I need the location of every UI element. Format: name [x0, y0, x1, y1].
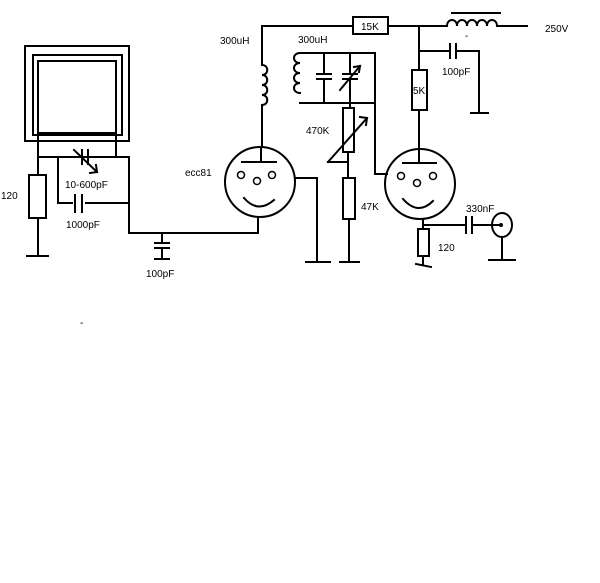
label-potentiometer: 470K	[306, 126, 330, 137]
label-resistor-47k: 47K	[361, 202, 379, 213]
label-variable-capacitor: 10-600pF	[65, 180, 108, 191]
tank-coil	[293, 51, 376, 104]
tube-left	[224, 146, 331, 263]
resistor-47k	[339, 177, 360, 263]
anode-coil	[260, 25, 269, 148]
label-anode-coil: 300uH	[220, 36, 249, 47]
label-capacitor-grid: 100pF	[146, 269, 174, 280]
loop-antenna	[24, 45, 130, 176]
supply-choke	[445, 12, 528, 28]
output-capacitor	[422, 216, 502, 234]
output-connector	[488, 212, 516, 261]
resistor-left	[26, 174, 49, 257]
label-capacitor-decoupling: 100pF	[442, 67, 470, 78]
potentiometer-470k	[326, 107, 369, 179]
label-resistor-5k: 5K	[413, 86, 426, 97]
top-rail	[261, 25, 448, 71]
variable-capacitor-left	[72, 148, 99, 175]
resistor-5k	[411, 69, 428, 148]
label-resistor-left: 120	[1, 191, 18, 202]
resistor-15k	[352, 16, 389, 35]
label-tube-left: ecc81	[185, 168, 212, 179]
label-resistor-cathode: 120	[438, 243, 455, 254]
capacitor-decoupling	[418, 43, 489, 114]
label-output-capacitor: 330nF	[466, 204, 494, 215]
label-capacitor-1000pf: 1000pF	[66, 220, 100, 231]
tank-to-grid-wire	[374, 52, 388, 175]
label-tank-coil: 300uH	[298, 35, 327, 46]
resistor-cathode	[414, 228, 433, 269]
label-choke-tick: -	[465, 31, 468, 42]
capacitor-grid-ground	[154, 232, 170, 260]
tank-capacitors	[316, 52, 362, 109]
label-resistor-15k: 15K	[361, 22, 379, 33]
tube-right	[384, 146, 456, 230]
label-supply-voltage: 250V	[545, 24, 569, 35]
stray-mark: -	[80, 318, 83, 329]
left-wiring	[37, 156, 259, 234]
capacitor-1000pf	[74, 194, 83, 213]
